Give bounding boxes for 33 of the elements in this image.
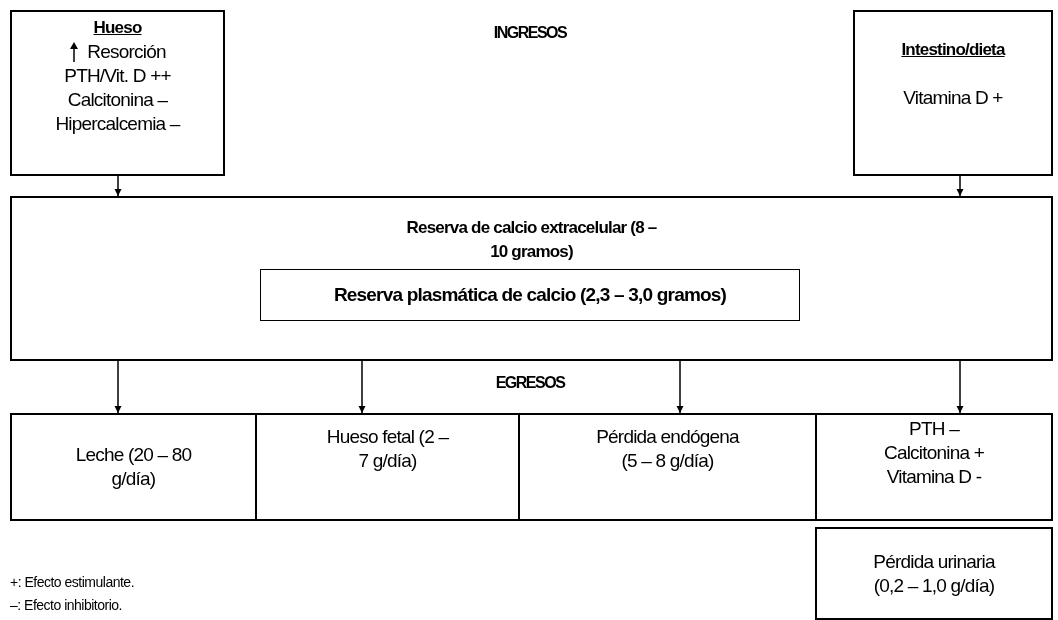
text-box xyxy=(10,196,1053,361)
text-box xyxy=(260,269,800,321)
section-heading: EGRESOS xyxy=(495,374,565,392)
section-heading: INGRESOS xyxy=(493,24,567,42)
box-text: Hueso fetal (2 – 7 g/día) xyxy=(325,425,450,473)
text-box xyxy=(518,413,817,521)
box-text: Calcitonina – xyxy=(67,88,168,112)
legend-note: +: Efecto estimulante. xyxy=(10,574,135,590)
box-text: Reserva de calcio extracelular (8 – 10 gramos) xyxy=(405,217,658,263)
box-text: Reserva plasmática de calcio (2,3 – 3,0 gramos) xyxy=(333,283,727,307)
text-box xyxy=(10,10,225,176)
text-box xyxy=(10,413,257,521)
arrow xyxy=(358,360,366,414)
box-text: Pérdida urinaria (0,2 – 1,0 g/día) xyxy=(872,549,997,598)
box-text: PTH – Calcitonina + Vitamina D - xyxy=(883,417,985,489)
arrow xyxy=(114,360,122,414)
text-box xyxy=(815,527,1053,620)
box-text: PTH/Vit. D ++ xyxy=(64,64,171,88)
box-text: Hipercalcemia – xyxy=(55,112,180,136)
box-text: Vitamina D + xyxy=(903,86,1003,110)
text-box xyxy=(255,413,520,521)
box-text: Resorción xyxy=(87,40,166,64)
arrow xyxy=(956,175,964,197)
arrow xyxy=(956,360,964,414)
legend-note: –: Efecto inhibitorio. xyxy=(10,597,122,613)
text-box xyxy=(853,10,1053,176)
box-text: Leche (20 – 80 g/día) xyxy=(74,443,193,491)
heading: Hueso xyxy=(93,17,142,39)
box-text: Pérdida endógena (5 – 8 g/día) xyxy=(595,425,741,473)
arrow xyxy=(676,360,684,414)
arrow xyxy=(114,175,122,197)
heading: Intestino/dieta xyxy=(901,39,1005,61)
text-box xyxy=(815,413,1053,521)
